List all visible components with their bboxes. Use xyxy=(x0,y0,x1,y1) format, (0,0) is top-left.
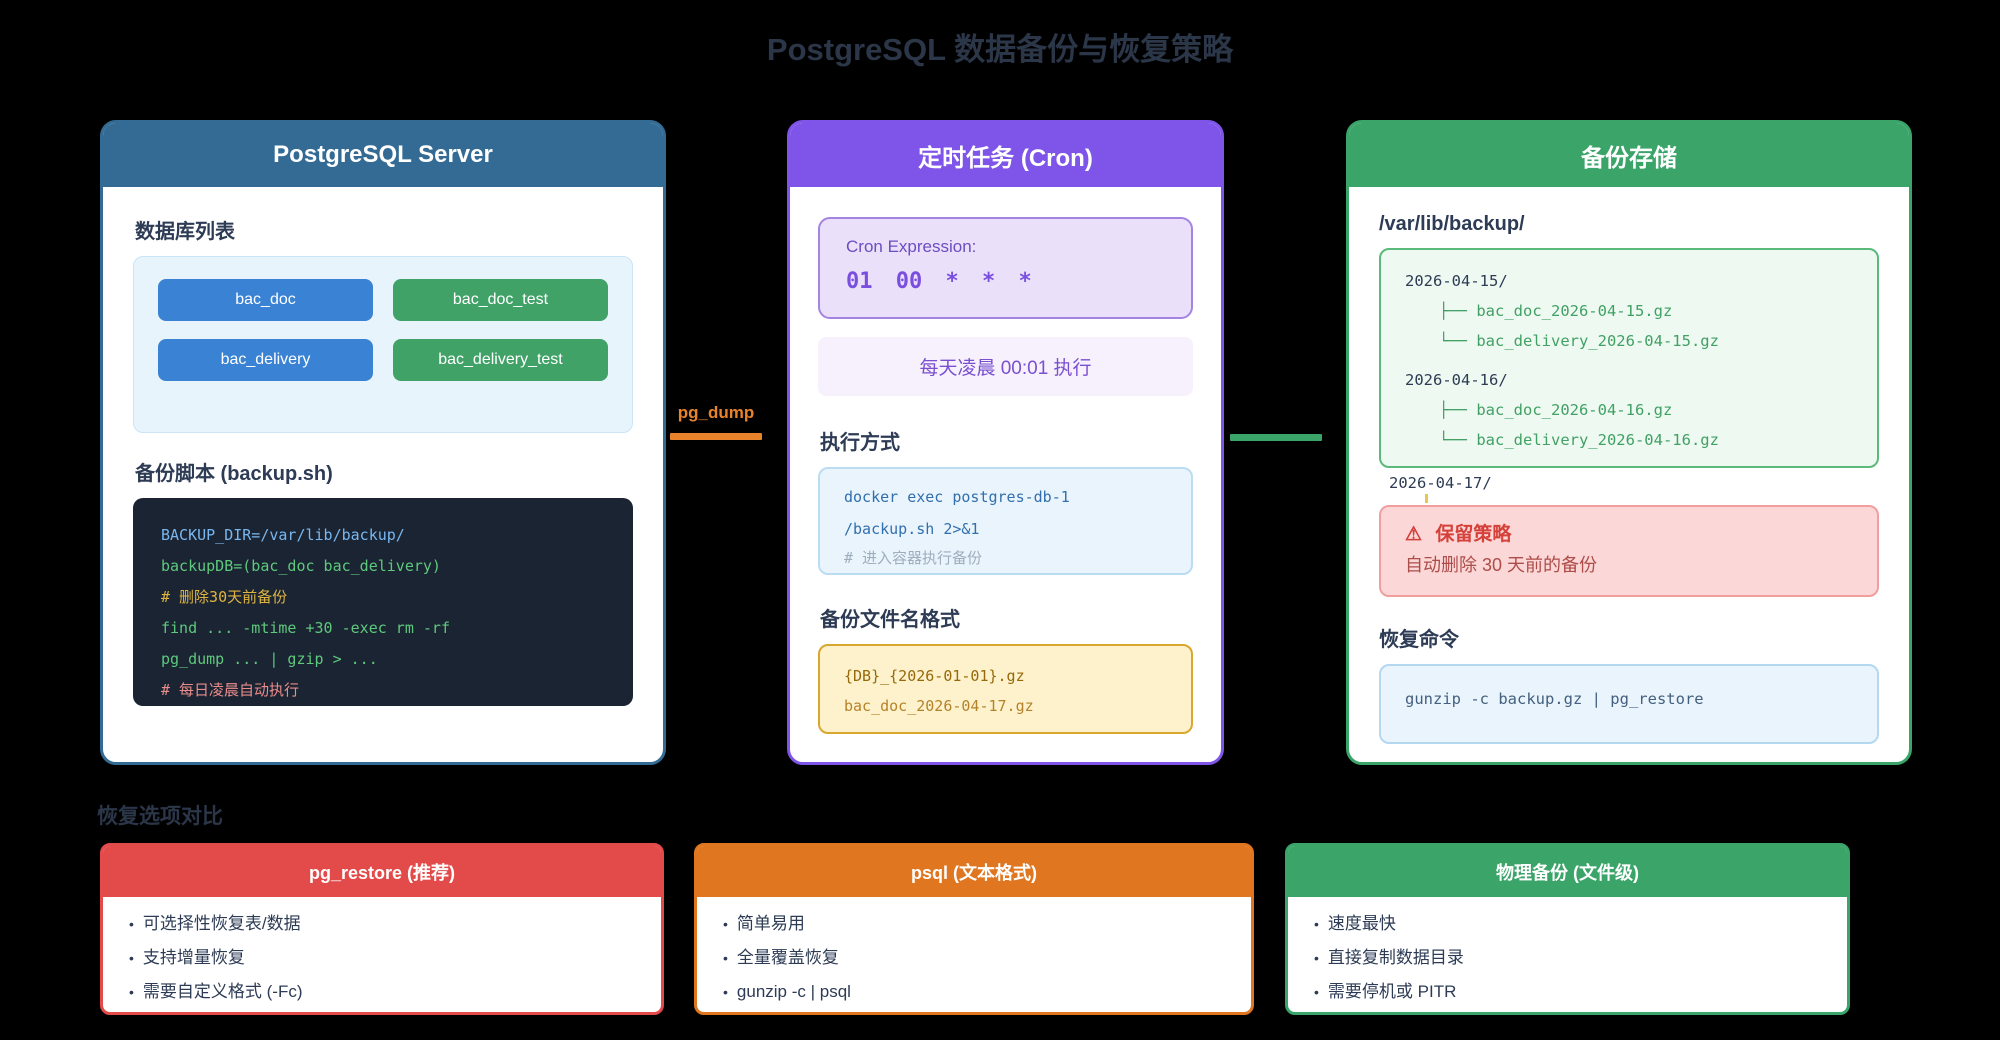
tree-file-line: ├── bac_doc_2026-04-16.gz xyxy=(1439,401,1673,419)
panel-cron-header: 定时任务 (Cron) xyxy=(790,123,1221,187)
cron-storage-connector-line xyxy=(1230,434,1322,441)
card-item: •全量覆盖恢复 xyxy=(723,948,839,967)
card-item: •直接复制数据目录 xyxy=(1314,948,1464,967)
card-item: •简单易用 xyxy=(723,914,805,933)
filename-format-heading: 备份文件名格式 xyxy=(820,609,960,631)
comparison-heading: 恢复选项对比 xyxy=(97,805,223,828)
tree-overflow-dir: 2026-04-17/ xyxy=(1389,474,1492,492)
db-chip-bac-doc: bac_doc xyxy=(158,279,373,321)
panel-postgresql-server: PostgreSQL Server 数据库列表 bac_doc bac_doc_… xyxy=(100,120,666,765)
exec-method-heading: 执行方式 xyxy=(820,432,900,454)
restore-command: gunzip -c backup.gz | pg_restore xyxy=(1405,690,1704,708)
bullet-icon: • xyxy=(129,950,134,966)
retention-policy-text: 自动删除 30 天前的备份 xyxy=(1405,555,1598,575)
exec-command-comment: # 进入容器执行备份 xyxy=(844,549,983,567)
retention-policy-box: ⚠ 保留策略 自动删除 30 天前的备份 xyxy=(1379,505,1879,597)
tree-dir-line: 2026-04-16/ xyxy=(1405,371,1508,389)
backup-file-tree: 2026-04-15/ ├── bac_doc_2026-04-15.gz └─… xyxy=(1379,248,1879,468)
exec-command-line: docker exec postgres-db-1 xyxy=(844,488,1070,506)
comparison-card-physical-backup: 物理备份 (文件级) •速度最快 •直接复制数据目录 •需要停机或 PITR xyxy=(1285,843,1850,1015)
page-title: PostgreSQL 数据备份与恢复策略 xyxy=(766,32,1234,67)
card-item: •需要停机或 PITR xyxy=(1314,982,1457,1001)
bullet-icon: • xyxy=(1314,916,1319,932)
bullet-icon: • xyxy=(1314,950,1319,966)
cron-expression-label: Cron Expression: xyxy=(846,237,977,256)
panel-backup-storage: 备份存储 /var/lib/backup/ 2026-04-15/ ├── ba… xyxy=(1346,120,1912,765)
db-list-heading: 数据库列表 xyxy=(135,221,235,243)
tree-file-line: ├── bac_doc_2026-04-15.gz xyxy=(1439,302,1673,320)
tree-file-line: └── bac_delivery_2026-04-15.gz xyxy=(1439,332,1719,350)
backup-path-heading: /var/lib/backup/ xyxy=(1379,213,1525,235)
script-line: find ... -mtime +30 -exec rm -rf xyxy=(161,619,450,637)
script-line: BACKUP_DIR=/var/lib/backup/ xyxy=(161,526,405,544)
pg-dump-connector-line xyxy=(670,433,762,440)
script-line: # 删除30天前备份 xyxy=(161,588,288,606)
card-title: 物理备份 (文件级) xyxy=(1288,846,1847,897)
warning-icon: ⚠ xyxy=(1405,524,1423,545)
cron-expression-box: Cron Expression: 01 00 * * * xyxy=(818,217,1193,319)
panel-cron: 定时任务 (Cron) Cron Expression: 01 00 * * *… xyxy=(787,120,1224,765)
db-chip-bac-delivery: bac_delivery xyxy=(158,339,373,381)
db-chip-bac-doc-test: bac_doc_test xyxy=(393,279,608,321)
filename-pattern: {DB}_{2026-01-01}.gz xyxy=(844,667,1025,685)
schedule-note: 每天凌晨 00:01 执行 xyxy=(818,337,1193,396)
clipped-tree-mark xyxy=(1425,494,1428,503)
card-item: •速度最快 xyxy=(1314,914,1396,933)
card-item: •需要自定义格式 (-Fc) xyxy=(129,982,303,1001)
exec-command-line: /backup.sh 2>&1 xyxy=(844,520,980,538)
filename-example: bac_doc_2026-04-17.gz xyxy=(844,697,1034,715)
comparison-card-pg-restore: pg_restore (推荐) •可选择性恢复表/数据 •支持增量恢复 •需要自… xyxy=(100,843,664,1015)
script-line: backupDB=(bac_doc bac_delivery) xyxy=(161,557,441,575)
database-list-box: bac_doc bac_doc_test bac_delivery bac_de… xyxy=(133,256,633,433)
restore-command-heading: 恢复命令 xyxy=(1379,629,1459,651)
backup-script-code-block: BACKUP_DIR=/var/lib/backup/ backupDB=(ba… xyxy=(133,498,633,706)
tree-dir-line: 2026-04-15/ xyxy=(1405,272,1508,290)
card-item: •可选择性恢复表/数据 xyxy=(129,914,301,933)
panel-storage-header: 备份存储 xyxy=(1349,123,1909,187)
db-chip-bac-delivery-test: bac_delivery_test xyxy=(393,339,608,381)
script-line: pg_dump ... | gzip > ... xyxy=(161,650,378,668)
card-title: pg_restore (推荐) xyxy=(103,846,661,897)
bullet-icon: • xyxy=(723,950,728,966)
tree-file-line: └── bac_delivery_2026-04-16.gz xyxy=(1439,431,1719,449)
bullet-icon: • xyxy=(723,984,728,1000)
comparison-card-psql: psql (文本格式) •简单易用 •全量覆盖恢复 •gunzip -c | p… xyxy=(694,843,1254,1015)
restore-command-box: gunzip -c backup.gz | pg_restore xyxy=(1379,664,1879,744)
card-title: psql (文本格式) xyxy=(697,846,1251,897)
panel-server-header: PostgreSQL Server xyxy=(103,123,663,187)
retention-policy-title: 保留策略 xyxy=(1435,524,1512,545)
bullet-icon: • xyxy=(723,916,728,932)
bullet-icon: • xyxy=(1314,984,1319,1000)
bullet-icon: • xyxy=(129,984,134,1000)
cron-expression-value: 01 00 * * * xyxy=(846,269,1032,294)
filename-format-box: {DB}_{2026-01-01}.gz bac_doc_2026-04-17.… xyxy=(818,644,1193,734)
exec-command-box: docker exec postgres-db-1 /backup.sh 2>&… xyxy=(818,467,1193,575)
backup-script-heading: 备份脚本 (backup.sh) xyxy=(135,463,333,485)
pg-dump-label: pg_dump xyxy=(677,403,755,422)
card-item: •支持增量恢复 xyxy=(129,948,245,967)
script-line: # 每日凌晨自动执行 xyxy=(161,681,300,699)
bullet-icon: • xyxy=(129,916,134,932)
card-item: •gunzip -c | psql xyxy=(723,982,851,1001)
